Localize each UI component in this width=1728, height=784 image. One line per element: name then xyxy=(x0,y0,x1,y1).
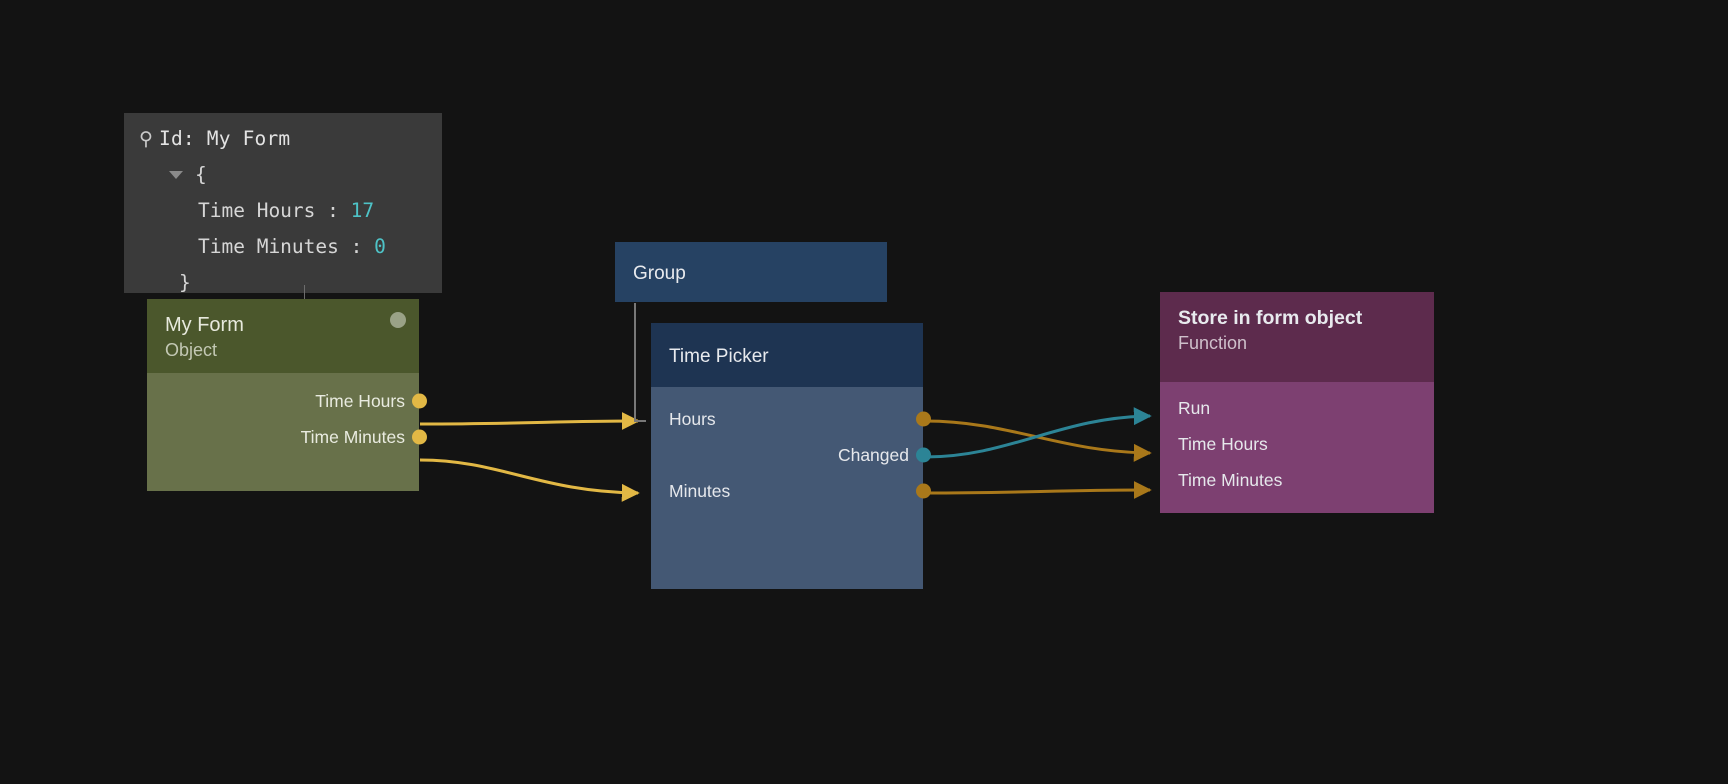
port-label: Minutes xyxy=(669,480,731,501)
chevron-down-icon[interactable] xyxy=(169,171,183,179)
edge-timepicker-out1-to-store-timehours xyxy=(924,419,1152,462)
port-dot-changed[interactable] xyxy=(916,447,931,463)
node-my-form-body: Time Hours Time Minutes xyxy=(147,373,427,491)
port-dot-time-hours[interactable] xyxy=(412,393,427,409)
inspector-entry-value: 17 xyxy=(350,199,375,222)
port-label: Changed xyxy=(837,444,909,465)
node-group[interactable]: Group xyxy=(615,242,887,302)
inspector-entry-value: 0 xyxy=(374,235,386,258)
node-my-form[interactable]: My Form Object Time Hours Time Minutes xyxy=(147,299,427,491)
pin-icon[interactable]: ⚲ xyxy=(139,128,153,150)
port-label: Run xyxy=(1178,397,1211,418)
edge-timepicker-changed-to-store-run xyxy=(924,407,1152,459)
port-label: Time Hours xyxy=(315,390,405,411)
edge-myform-hours-to-timepicker-hours xyxy=(419,412,640,431)
node-group-header[interactable]: Group xyxy=(615,242,887,302)
port-label: Time Minutes xyxy=(300,426,405,447)
inspector-open-brace-row[interactable]: { xyxy=(124,157,442,193)
port-label: Time Minutes xyxy=(1178,469,1283,490)
inspector-close-brace: } xyxy=(179,271,191,294)
port-row-input-time-hours[interactable]: Time Hours xyxy=(1160,426,1434,462)
port-label: Hours xyxy=(669,408,716,429)
node-time-picker-header[interactable]: Time Picker xyxy=(651,323,923,387)
node-store-body: Run Time Hours Time Minutes xyxy=(1160,382,1434,513)
inspector-entry-key: Time Hours : xyxy=(198,199,339,222)
inspector-entry-key: Time Minutes : xyxy=(198,235,363,258)
inspector-open-brace: { xyxy=(195,163,207,186)
group-child-connector-line xyxy=(634,303,636,421)
node-time-picker-title: Time Picker xyxy=(669,345,769,367)
group-child-connector-foot xyxy=(634,420,646,422)
inspector-title: Id: My Form xyxy=(159,127,291,150)
port-row-output-changed[interactable]: Changed xyxy=(651,437,931,473)
port-row-input-hours[interactable]: Hours xyxy=(651,401,931,437)
node-store-in-form-object[interactable]: Store in form object Function Run Time H… xyxy=(1160,292,1434,513)
port-row-input-run[interactable]: Run xyxy=(1160,390,1434,426)
node-time-picker[interactable]: Time Picker Hours Changed Minutes xyxy=(651,323,931,589)
port-dot-output-3[interactable] xyxy=(916,483,931,499)
node-store-title: Store in form object xyxy=(1178,307,1363,329)
node-my-form-subtitle: Object xyxy=(165,340,218,360)
inspector-title-row: ⚲ Id: My Form xyxy=(124,121,442,157)
port-row-input-time-minutes[interactable]: Time Minutes xyxy=(1160,462,1434,498)
node-my-form-header[interactable]: My Form Object xyxy=(147,299,419,373)
port-label: Time Hours xyxy=(1178,433,1268,454)
inspector-close-brace-row: } xyxy=(124,265,442,301)
port-dot-time-minutes[interactable] xyxy=(412,429,427,445)
port-row-output-time-hours[interactable]: Time Hours xyxy=(147,383,427,419)
edge-myform-minutes-to-timepicker-minutes xyxy=(419,458,640,502)
inspector-entry-row: Time Minutes : 0 xyxy=(124,229,442,265)
port-row-input-minutes[interactable]: Minutes xyxy=(651,473,931,509)
status-indicator-dot xyxy=(390,312,406,328)
node-store-header[interactable]: Store in form object Function xyxy=(1160,292,1434,382)
pin-inspector-panel[interactable]: ⚲ Id: My Form { Time Hours : 17 Time Minu… xyxy=(124,113,442,388)
node-group-title: Group xyxy=(633,262,686,284)
node-store-subtitle: Function xyxy=(1178,333,1248,353)
node-time-picker-body: Hours Changed Minutes xyxy=(651,387,931,589)
inspector-entry-row: Time Hours : 17 xyxy=(124,193,442,229)
edge-timepicker-out3-to-store-timeminutes xyxy=(924,481,1152,500)
port-row-output-time-minutes[interactable]: Time Minutes xyxy=(147,419,427,455)
node-my-form-title: My Form xyxy=(165,314,244,336)
port-dot-output-1[interactable] xyxy=(916,411,931,427)
